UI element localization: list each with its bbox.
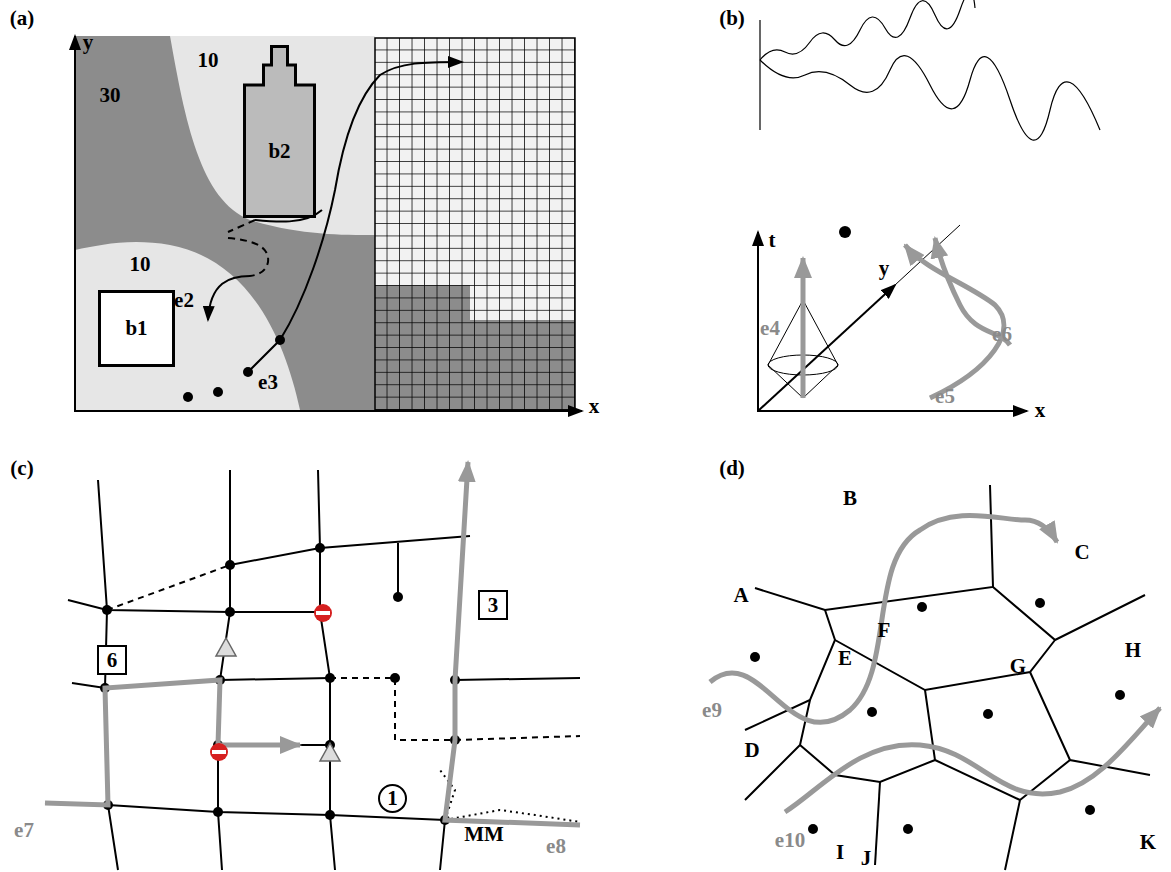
circled-number: 1: [378, 784, 407, 813]
routes-e7-e8: [45, 462, 580, 825]
cell-letter: C: [1074, 542, 1089, 563]
panel-a: [74, 36, 582, 412]
cell-letter: G: [1010, 656, 1026, 677]
trajectory-label: e3: [258, 372, 278, 393]
panel-d: [745, 485, 1150, 870]
cell-letter: E: [838, 648, 852, 669]
trajectory-label: e7: [14, 820, 34, 841]
cell-letter: K: [1140, 832, 1156, 853]
trajectory-label: e10: [775, 830, 805, 851]
no-entry-signs: [210, 604, 332, 761]
node-text: 6: [107, 650, 118, 671]
street-number-box: 6: [97, 645, 127, 675]
trajectory-label: e5: [935, 386, 955, 407]
panel-b: [757, 0, 1100, 411]
building-outline: [243, 45, 316, 218]
map-matching-label: MM: [464, 824, 504, 845]
cell-letter: F: [878, 620, 891, 641]
panel-letter: (c): [10, 458, 33, 479]
cell-letter: H: [1125, 640, 1141, 661]
axis-label: x: [1035, 400, 1046, 421]
axis-label: t: [769, 230, 776, 251]
region-value: 10: [198, 50, 219, 71]
roadwork-signs: [216, 638, 340, 761]
axis-label: x: [589, 396, 600, 417]
cell-letter: J: [861, 848, 872, 869]
trajectory-label: e2: [174, 290, 194, 311]
panel-letter: (b): [719, 8, 745, 29]
trajectory-label: e6: [992, 324, 1012, 345]
node-text: b2: [268, 141, 290, 162]
region-value: 30: [100, 85, 121, 106]
node-text: b1: [125, 318, 147, 339]
panel-letter: (d): [719, 458, 745, 479]
cell-letter: I: [836, 842, 844, 863]
trajectory-label: e8: [546, 836, 566, 857]
cell-letter: A: [733, 585, 748, 606]
trajectory-label: e9: [702, 700, 722, 721]
building-b1: b1: [98, 290, 175, 367]
node-text: 1: [387, 788, 398, 809]
axis-label: y: [83, 32, 94, 53]
axis-label: y: [879, 258, 890, 279]
building-b2: b2: [243, 45, 316, 218]
street-number-box: 3: [478, 590, 508, 620]
node-text: 3: [488, 595, 499, 616]
trajectory-label: e4: [760, 318, 780, 339]
panel-letter: (a): [10, 8, 35, 29]
panel-c: [45, 470, 580, 870]
region-value: 10: [130, 254, 151, 275]
cell-letter: D: [744, 740, 759, 761]
trajectories-e9-e10: [710, 516, 1160, 812]
cell-letter: B: [843, 488, 857, 509]
